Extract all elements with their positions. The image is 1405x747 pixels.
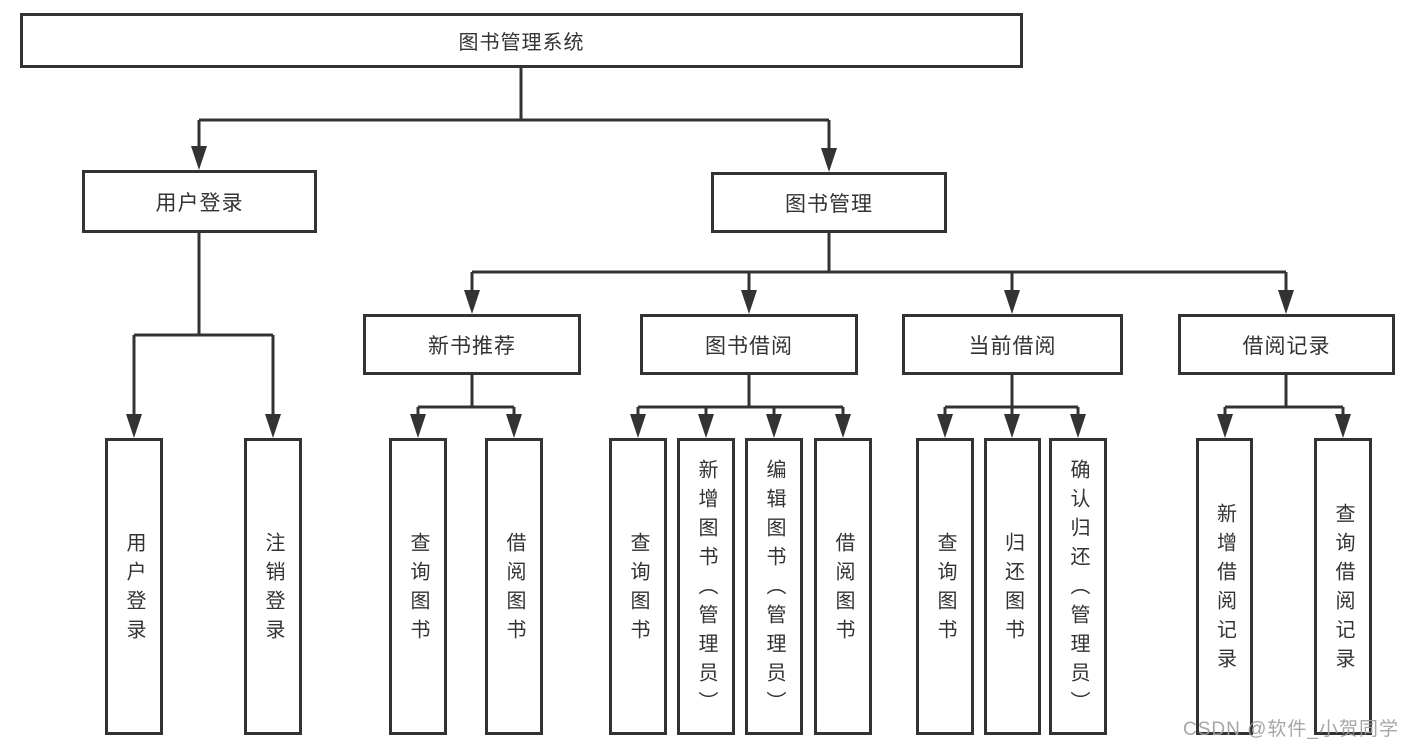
node-book-borrow: 图书借阅 bbox=[640, 314, 858, 375]
leaf-cb-return-books: 归还图书 bbox=[984, 438, 1041, 735]
node-root-system: 图书管理系统 bbox=[20, 13, 1023, 68]
leaf-nbr-query-books: 查询图书 bbox=[389, 438, 447, 735]
connector-path bbox=[132, 68, 1345, 418]
leaf-bb-query-books: 查询图书 bbox=[609, 438, 667, 735]
leaf-user-login: 用户登录 bbox=[105, 438, 163, 735]
leaf-cb-confirm-return-admin: 确认归还（管理员） bbox=[1049, 438, 1107, 735]
leaf-br-add-record: 新增借阅记录 bbox=[1196, 438, 1253, 735]
leaf-bb-add-books-admin: 新增图书（管理员） bbox=[677, 438, 735, 735]
arrowheads bbox=[126, 146, 1351, 438]
leaf-bb-edit-books-admin: 编辑图书（管理员） bbox=[745, 438, 803, 735]
node-book-management: 图书管理 bbox=[711, 172, 947, 233]
leaf-bb-borrow-books: 借阅图书 bbox=[814, 438, 872, 735]
leaf-logout: 注销登录 bbox=[244, 438, 302, 735]
csdn-watermark: CSDN @软件_小贺同学 bbox=[1183, 719, 1399, 740]
leaf-cb-query-books: 查询图书 bbox=[916, 438, 974, 735]
leaf-nbr-borrow-books: 借阅图书 bbox=[485, 438, 543, 735]
node-new-book-recommend: 新书推荐 bbox=[363, 314, 581, 375]
node-user-login: 用户登录 bbox=[82, 170, 317, 233]
leaf-br-query-record: 查询借阅记录 bbox=[1314, 438, 1372, 735]
node-current-borrow: 当前借阅 bbox=[902, 314, 1123, 375]
node-borrow-records: 借阅记录 bbox=[1178, 314, 1395, 375]
